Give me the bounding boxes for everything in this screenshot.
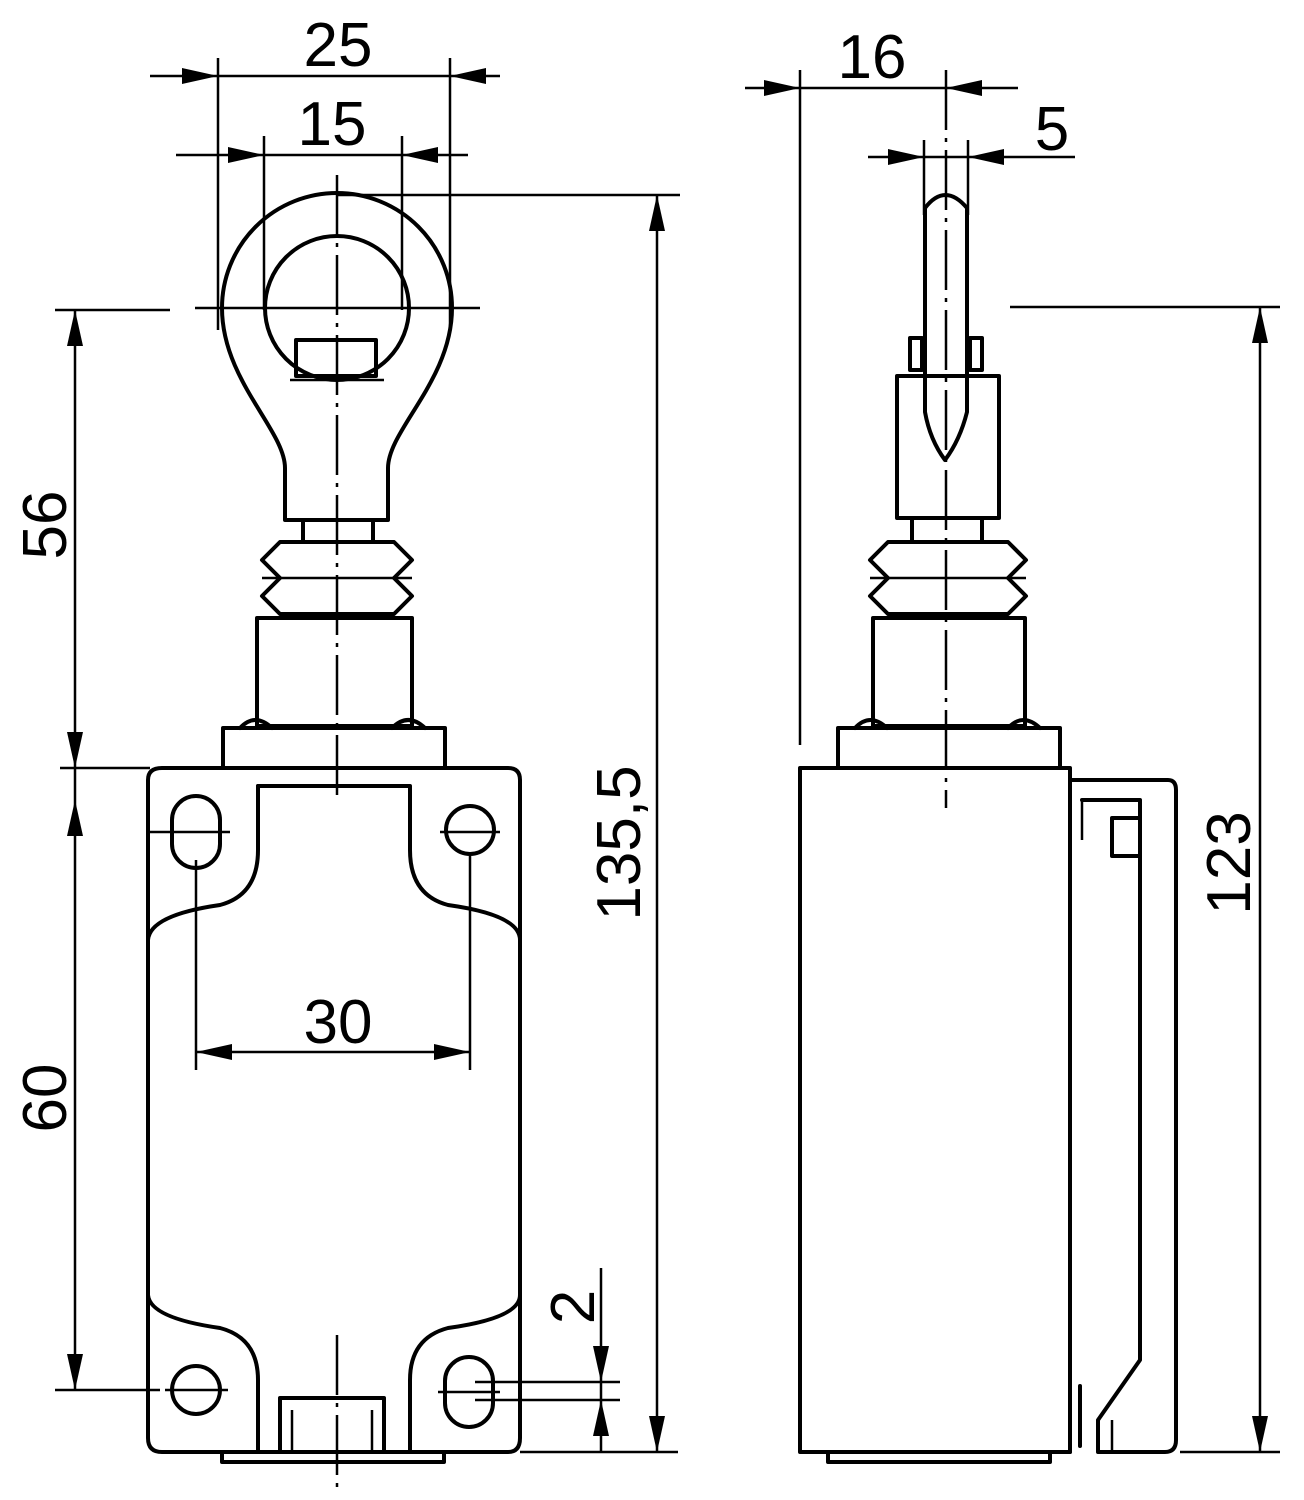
dim-eye-thickness: 5	[1035, 95, 1069, 164]
dim-side-height: 123	[1195, 811, 1264, 914]
dimension-lines	[55, 58, 1280, 1454]
dim-offset: 2	[539, 1290, 608, 1324]
dim-eye-outer-width: 25	[304, 11, 373, 80]
dim-lower-height: 60	[11, 1064, 80, 1133]
front-view	[146, 175, 522, 1490]
side-view	[798, 70, 1178, 1464]
housing-body	[146, 766, 522, 1464]
mounting-holes	[170, 794, 496, 1429]
dim-hole-spacing: 30	[304, 988, 373, 1057]
dim-upper-height: 56	[11, 491, 80, 560]
stem-bellows	[221, 518, 447, 770]
dim-overall-height: 135,5	[585, 765, 654, 920]
side-housing	[798, 766, 1178, 1464]
dim-eye-inner-width: 15	[298, 90, 367, 159]
dim-side-depth: 16	[838, 23, 907, 92]
dimension-labels: 25 15 56 60 135,5 30 2 16 5 123	[11, 11, 1264, 1324]
front-centerlines	[150, 175, 500, 1490]
side-lever	[836, 193, 1062, 770]
